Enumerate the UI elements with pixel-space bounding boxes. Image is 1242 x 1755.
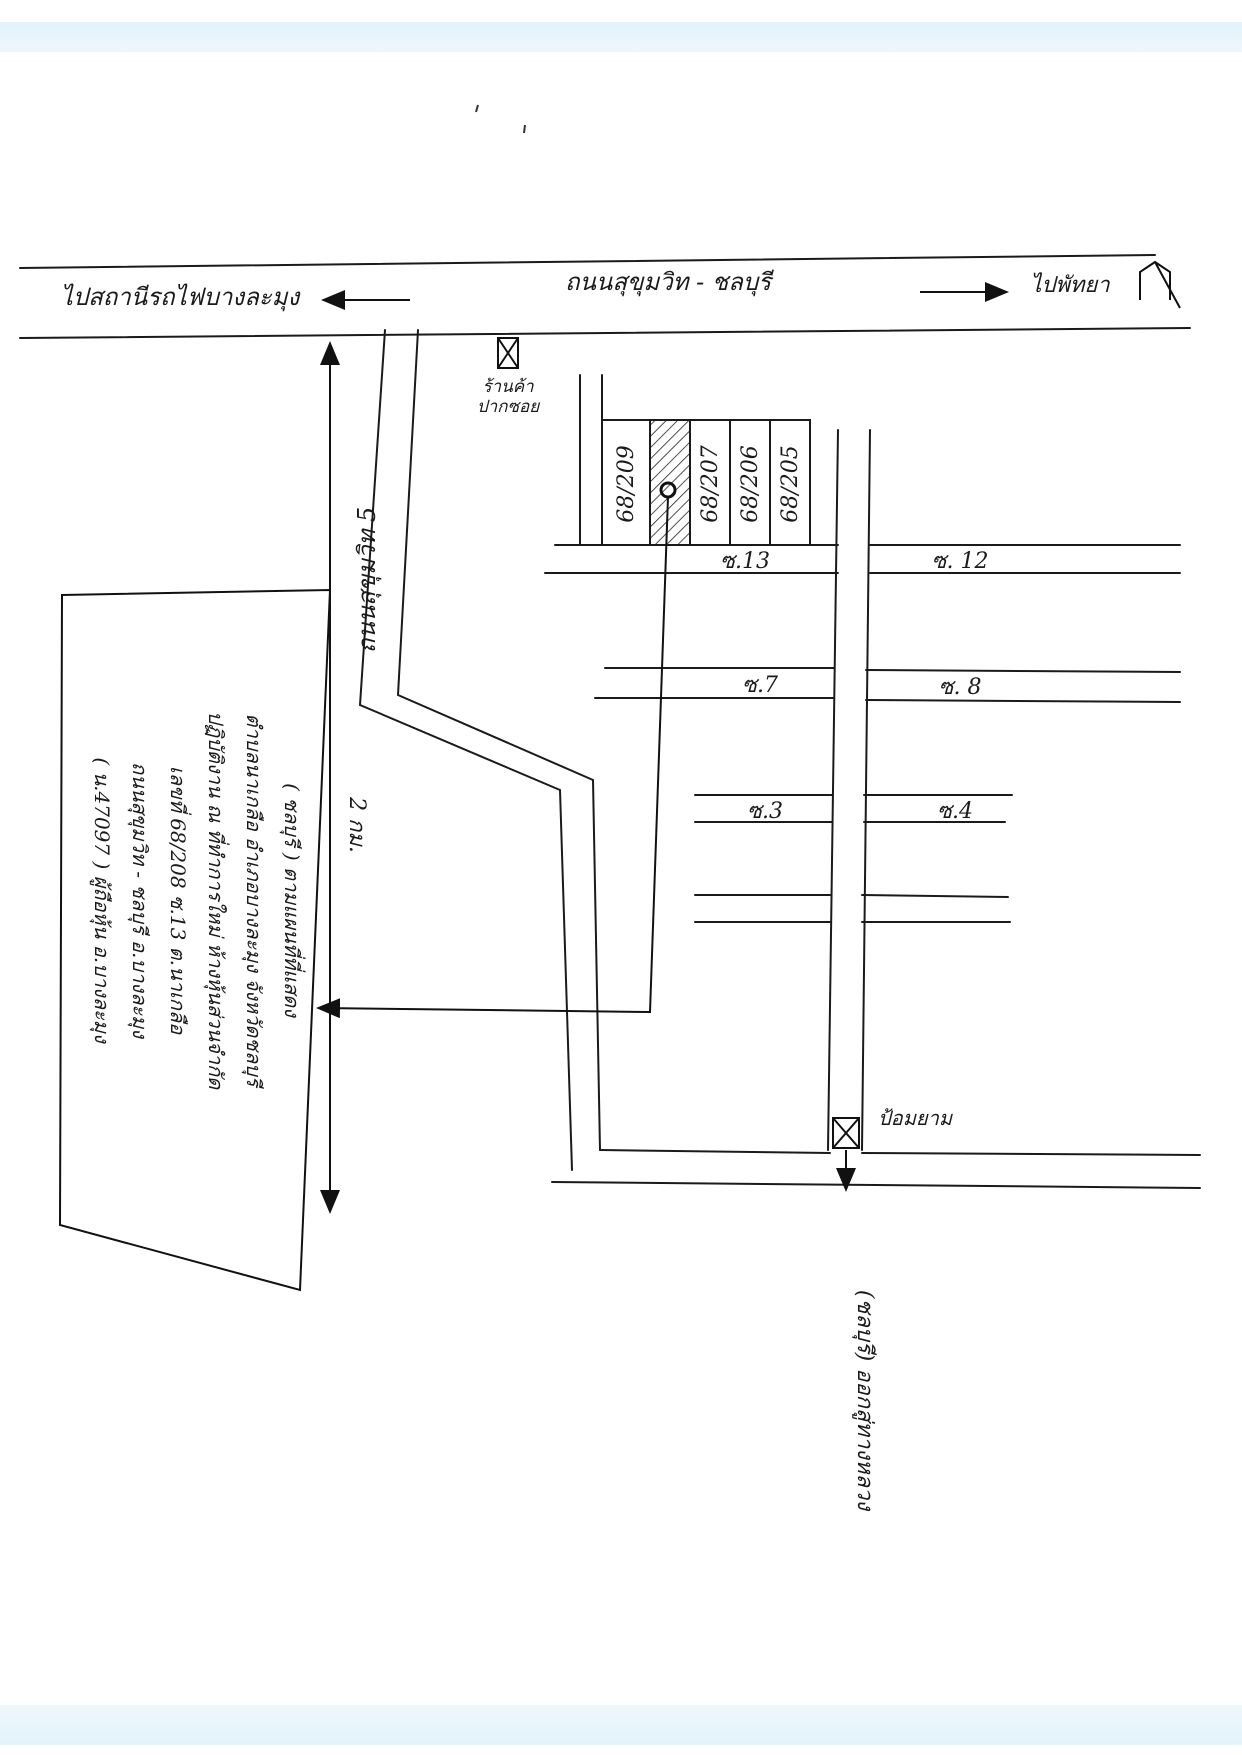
shophouse-number-2: 68/207 <box>698 445 723 522</box>
house-icon <box>1139 260 1181 309</box>
highway-bottom-edge <box>19 327 1191 339</box>
shophouse-number-4: 68/205 <box>778 445 803 522</box>
soi8-bottom <box>865 699 1181 703</box>
soi8-top <box>865 669 1181 673</box>
address-line-2: ถนนสุขุมวิท - ชลบุรี อ.บางละมุง <box>127 762 152 1039</box>
bottom-road-bottom <box>551 1181 1201 1189</box>
box-cross-icon <box>497 337 519 369</box>
bottom-destination: (ชลบุรี) ออกสู่ทางหลวง <box>852 1290 877 1512</box>
scan-mark <box>523 124 526 134</box>
soi8-label: ซ. 8 <box>939 675 982 700</box>
address-line-1: ( น.47097 ) ผู้ถือหุ้น อ.บางละมุง <box>89 757 114 1044</box>
pointer-line <box>316 496 669 1019</box>
shophouse-block <box>601 419 811 546</box>
left-road-name: ถนนสุขุมวิท 5 <box>353 507 382 653</box>
top-scan-band <box>0 22 1242 52</box>
main-soi-left-edge <box>827 429 839 1151</box>
left-road-outer <box>358 329 573 1171</box>
left-destination: ไปสถานีรถไฟบางละมุง <box>61 283 302 312</box>
left-road-inner <box>396 329 601 1151</box>
landmark-top-line1: ร้านค้า <box>482 377 534 397</box>
address-box <box>58 588 332 1292</box>
scan-mark <box>475 104 479 113</box>
bottom-road-top-right <box>861 1152 1201 1156</box>
highway-top-edge <box>19 254 1156 269</box>
distance-label: 2 กม. <box>344 796 369 853</box>
address-line-5: ตำบลนาเกลือ อำเภอบางละมุง จังหวัดชลบุรี <box>241 713 266 1089</box>
bottom-scan-band <box>0 1705 1242 1745</box>
box-cross-icon <box>832 1117 860 1149</box>
shophouse-number-0: 68/209 <box>614 445 639 522</box>
soi7-label: ซ.7 <box>742 673 778 698</box>
address-line-4: ปฏิบัติงาน ณ ที่ทำการใหม่ ห้างหุ้นส่วนจำ… <box>203 711 230 1090</box>
landmark-top-line2: ปากซอย <box>477 397 540 417</box>
soi13-label: ซ.13 <box>720 549 770 574</box>
bottom-road-top <box>599 1149 831 1154</box>
address-text: ( น.47097 ) ผู้ถือหุ้น อ.บางละมุง ถนนสุข… <box>89 711 306 1090</box>
soi12-label: ซ. 12 <box>932 549 989 574</box>
main-soi-right-edge <box>861 429 871 1151</box>
right-destination: ไปพัทยา <box>1030 272 1110 298</box>
address-line-3: เลขที่ 68/208 ซ.13 ต.นาเกลือ <box>166 766 192 1035</box>
shophouse-number-3: 68/206 <box>738 445 763 522</box>
soi3-label: ซ.3 <box>747 799 783 824</box>
soi-unnamed-right-top <box>861 894 1009 898</box>
landmark-bottom-label: ป้อมยาม <box>878 1106 954 1130</box>
address-line-6: ( ชลบุรี ) ตามแผนที่ที่แสดง <box>279 783 306 1018</box>
soi4-label: ซ.4 <box>937 799 973 824</box>
highlighted-shophouse <box>649 419 691 546</box>
highway-name: ถนนสุขุมวิท - ชลบุรี <box>565 268 774 297</box>
